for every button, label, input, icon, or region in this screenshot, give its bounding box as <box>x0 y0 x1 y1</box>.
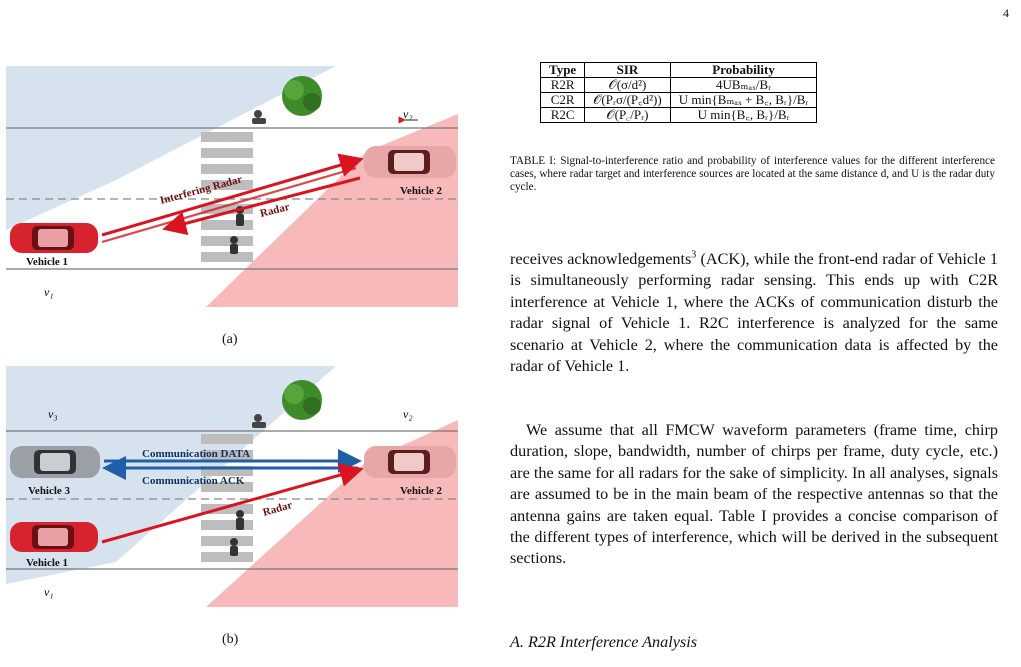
radar-beam-vehicle1 <box>6 66 336 230</box>
table-cell: R2R <box>539 77 586 93</box>
car-vehicle1 <box>10 522 98 552</box>
table-cell: 𝒪(P꜀/Pᵣ) <box>584 107 671 123</box>
table-row: R2R 𝒪(σ/d²) 4UBₘₐₓ/Bᵣ <box>539 77 818 93</box>
car-vehicle3 <box>10 446 100 478</box>
table-caption: TABLE I: Signal-to-interference ratio an… <box>510 155 995 193</box>
radar-echo-arrow <box>162 176 361 236</box>
pedestrian-icon <box>252 110 266 124</box>
body-text: (ACK), while the front-end radar of Vehi… <box>510 250 998 376</box>
footnote-marker: 3 <box>691 249 697 261</box>
figure-a: Interfering Radar Radar Vehicle 1 Vehicl… <box>6 62 458 347</box>
car-vehicle2 <box>364 146 456 178</box>
comm-data-label: Communication DATA <box>142 448 250 460</box>
table-cell: U min{Bₘₐₓ + B꜀, Bᵣ}/Bᵣ <box>669 92 818 108</box>
car-vehicle1 <box>10 223 98 253</box>
interference-table: Type SIR Probability R2R 𝒪(σ/d²) 4UBₘₐₓ/… <box>539 62 818 123</box>
page-number: 4 <box>1003 6 1009 20</box>
table-cell: R2C <box>539 107 586 123</box>
velocity-v2: v₂ <box>403 407 413 421</box>
table-row: R2C 𝒪(P꜀/Pᵣ) U min{B꜀, Bᵣ}/Bᵣ <box>539 107 818 123</box>
table-cell: 𝒪(Pᵣσ/(P꜀d²)) <box>584 92 671 108</box>
pedestrian-icon <box>230 510 244 556</box>
velocity-v1: v₁ <box>44 585 54 599</box>
figure-b: Communication DATA Communication ACK Rad… <box>6 362 458 647</box>
vehicle2-label: Vehicle 2 <box>400 185 443 197</box>
vehicle1-label: Vehicle 1 <box>26 256 68 268</box>
figure-a-caption: (a) <box>222 332 238 347</box>
interfering-radar-label: Interfering Radar <box>159 173 244 207</box>
velocity-v2: v₂ <box>403 107 413 121</box>
comm-ack-label: Communication ACK <box>142 475 245 487</box>
pedestrian-icon <box>230 206 244 254</box>
crosswalk <box>201 434 253 562</box>
table-cell: C2R <box>539 92 586 108</box>
table-cell: 4UBₘₐₓ/Bᵣ <box>669 77 818 93</box>
velocity-v1: v₁ <box>44 285 54 299</box>
vehicle2-label: Vehicle 2 <box>400 485 443 497</box>
table-cell: U min{B꜀, Bᵣ}/Bᵣ <box>669 107 818 123</box>
figure-b-caption: (b) <box>222 632 239 647</box>
body-text: We assume that all FMCW waveform paramet… <box>510 421 998 568</box>
interfering-radar-arrow <box>101 153 364 237</box>
body-paragraph-1: receives acknowledgements3 (ACK), while … <box>510 249 998 377</box>
car-vehicle2 <box>364 446 456 478</box>
crosswalk <box>201 132 253 262</box>
table-row: C2R 𝒪(Pᵣσ/(P꜀d²)) U min{Bₘₐₓ + B꜀, Bᵣ}/B… <box>539 92 818 108</box>
velocity-v3: v₃ <box>48 407 58 421</box>
vehicle3-label: Vehicle 3 <box>28 485 71 497</box>
tree-icon <box>282 380 322 420</box>
body-paragraph-2: We assume that all FMCW waveform paramet… <box>510 420 998 570</box>
vehicle1-label: Vehicle 1 <box>26 557 68 569</box>
radar-arrow <box>101 463 364 544</box>
pedestrian-icon <box>252 414 266 428</box>
table-header: Type <box>539 62 586 78</box>
table-header: SIR <box>584 62 671 78</box>
tree-icon <box>282 76 322 116</box>
body-text: receives acknowledgements <box>510 250 692 268</box>
radar-label: Radar <box>262 499 294 519</box>
section-heading: A. R2R Interference Analysis <box>510 633 698 651</box>
table-cell: 𝒪(σ/d²) <box>584 77 671 93</box>
table-header: Probability <box>669 62 818 78</box>
